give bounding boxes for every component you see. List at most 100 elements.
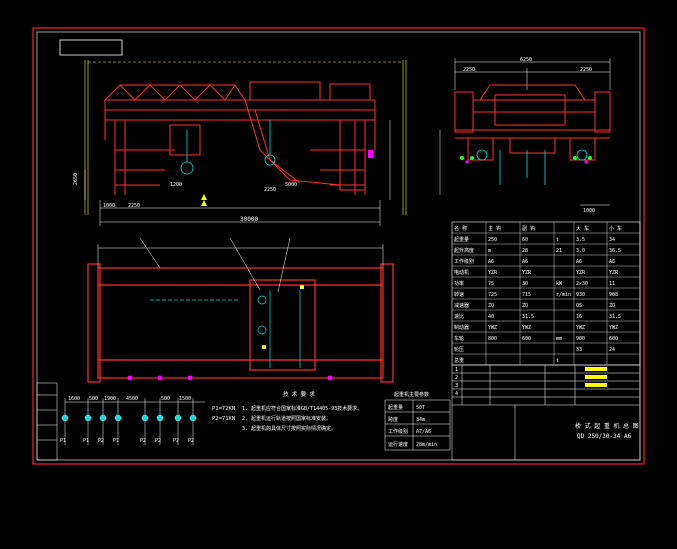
rail-dim-1: 1600 [68, 396, 80, 402]
span-dim: 30000 [240, 216, 258, 223]
parameter-table: 起重机主要参数 起重量 50T 跨度 34m 工作级别 A7/A6 运行速度 2… [384, 391, 451, 451]
spec-cell: A6 [609, 259, 615, 265]
spec-cell: t [556, 237, 559, 243]
spec-cell: ZQ [522, 303, 528, 309]
spec-cell: 725 [488, 292, 497, 298]
spec-cell: 600 [609, 336, 618, 342]
plan-view [87, 237, 394, 383]
side-right-dim: 2250 [580, 67, 592, 73]
param-cell: 跨度 [388, 416, 398, 423]
param-cell: 运行速度 [388, 441, 408, 448]
spec-cell: 起升高度 [454, 247, 474, 254]
drawing-title: 桥 式 起 重 机 总 图 [575, 422, 639, 430]
spec-cell: YWZ [576, 325, 585, 331]
spec-cell: r/min [556, 292, 571, 298]
load-label-3: P2 [98, 438, 104, 444]
spec-cell: 名 称 [454, 225, 467, 232]
spec-cell: 908 [609, 292, 618, 298]
spec-cell: 总重 [454, 357, 464, 364]
corner-label-box [59, 39, 123, 56]
title-row-num: 2 [455, 375, 458, 381]
param-cell: 起重量 [388, 404, 403, 411]
param-cell: A7/A6 [416, 429, 431, 435]
drawing-number: QD 250/30-34 A6 [577, 433, 632, 440]
load-label-5: P2 [140, 438, 146, 444]
side-left-dim: 2250 [463, 67, 475, 73]
spec-cell: mm [556, 336, 562, 342]
note-line-3: 3. 起重机的具体尺寸按照实际情况确定。 [242, 425, 336, 432]
right-dim: 5000 [285, 182, 297, 188]
spec-cell: A6 [522, 259, 528, 265]
spec-cell: t [556, 358, 559, 364]
spec-cell: 主 钩 [488, 225, 501, 232]
spec-cell: 车轮 [454, 335, 464, 342]
spec-cell: 33 [576, 347, 582, 353]
spec-cell: 工作级别 [454, 258, 474, 265]
notes-title: 技 术 要 求 [283, 390, 315, 398]
spec-cell: 250 [488, 237, 497, 243]
front-view: 30000 1000 2250 2250 5000 2650 1200 [73, 60, 407, 226]
spec-cell: 转速 [454, 291, 464, 298]
load-label-7: P2 [173, 438, 179, 444]
spec-cell: YWZ [609, 325, 618, 331]
spec-cell: 600 [522, 336, 531, 342]
spec-cell: A6 [488, 259, 494, 265]
param-cell: 28m/min [416, 442, 437, 448]
technical-notes: 技 术 要 求 1. 起重机应符合国家标准GB/T14405-93技术要求。 2… [242, 390, 362, 432]
title-row-num: 1 [455, 367, 458, 373]
spec-cell: 减速器 [454, 302, 469, 309]
spec-cell: 轮压 [454, 346, 464, 353]
param-cell: 50T [416, 405, 425, 411]
spec-cell: 制动器 [454, 324, 469, 331]
spec-cell: kW [556, 281, 563, 287]
spec-cell: YWZ [522, 325, 531, 331]
trolley-dim: 2250 [264, 187, 276, 193]
spec-cell: 75 [488, 281, 494, 287]
title-row-num: 4 [455, 391, 458, 397]
load-label-6: P2 [155, 438, 161, 444]
load-label-8: P2 [188, 438, 194, 444]
revision-column [36, 382, 58, 461]
rail-dim-6: 1500 [179, 396, 191, 402]
spec-cell: 11 [609, 281, 615, 287]
note-line-2: 2. 起重机运行轨道按照国家标准安装。 [242, 415, 331, 422]
spec-cell: YZR [609, 270, 619, 276]
rail-dim-2: 500 [89, 396, 98, 402]
spec-cell: 31.5 [609, 314, 621, 320]
spec-cell: 副 钩 [522, 225, 535, 232]
side-overall-dim: 6250 [520, 57, 532, 63]
spec-cell: 40 [488, 314, 494, 320]
spec-cell: 16 [576, 314, 582, 320]
rail-dim-5: 500 [161, 396, 170, 402]
spec-cell: 60 [522, 237, 528, 243]
hook-dim: 1200 [170, 182, 182, 188]
spec-cell: 715 [522, 292, 531, 298]
load-label-4: P1 [113, 438, 119, 444]
left-dim: 1000 [103, 203, 115, 209]
spec-cell: 速比 [454, 313, 464, 320]
spec-cell: 900 [576, 336, 585, 342]
spec-cell: A6 [576, 259, 582, 265]
spec-cell: ZQ [609, 303, 615, 309]
rail-dim-4: 4500 [126, 396, 138, 402]
spec-cell: 大 车 [576, 225, 589, 232]
spec-cell: 功率 [454, 280, 464, 287]
spec-cell: m [488, 248, 491, 254]
spec-cell: YZR [488, 270, 498, 276]
spec-cell: 2×30 [576, 281, 588, 287]
spec-cell: 34 [609, 237, 615, 243]
spec-cell: YWZ [488, 325, 497, 331]
title-block: 1 2 3 4 桥 式 起 重 机 总 图 QD 250/30-34 A6 [451, 364, 641, 461]
spec-cell: 36.5 [609, 248, 621, 254]
outer-frame [32, 27, 645, 465]
spec-cell: 电动机 [454, 269, 469, 276]
spec-cell: YZR [522, 270, 532, 276]
indicator-marker [368, 150, 373, 158]
rail-load-diagram: 1600 500 1900 4500 500 1500 P1 P1 P2 P1 … [60, 396, 235, 445]
wheelbase-dim: 2250 [128, 203, 140, 209]
title-row-num: 3 [455, 383, 458, 389]
side-bottom-dim: 1000 [583, 208, 595, 214]
spec-cell: 31.5 [522, 314, 534, 320]
load-label-2: P1 [83, 438, 89, 444]
